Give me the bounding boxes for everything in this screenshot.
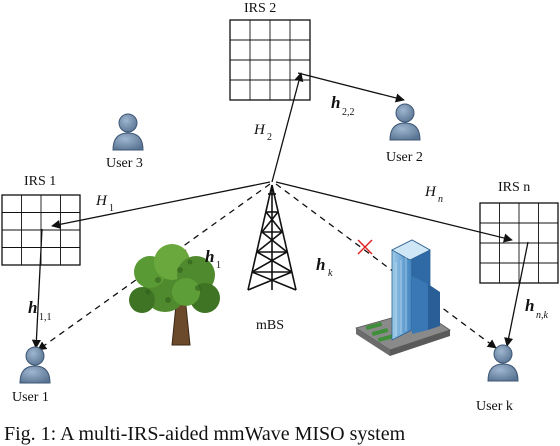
svg-text:1: 1 <box>109 203 114 214</box>
svg-text:k: k <box>328 268 333 279</box>
svg-text:n: n <box>438 194 443 205</box>
bs-label: mBS <box>256 318 284 333</box>
direct-link-userk <box>275 183 497 349</box>
svg-text:1,1: 1,1 <box>39 312 52 323</box>
irs-to-user-links <box>31 72 529 349</box>
user-1-icon <box>19 346 51 384</box>
user-k-label: User k <box>476 399 513 414</box>
base-station-tower <box>247 184 297 291</box>
user-2-icon <box>389 103 421 141</box>
link-irs2-user2 <box>297 72 405 103</box>
irs-2-label: IRS 2 <box>244 1 276 16</box>
irs-2-panel <box>229 19 311 101</box>
link-irs1-user1 <box>31 228 43 349</box>
svg-text:h: h <box>205 247 214 266</box>
channel-hk-label: h k <box>316 255 333 279</box>
svg-text:h: h <box>316 255 325 274</box>
channel-h22-label: h 2,2 <box>331 93 355 118</box>
direct-links <box>37 183 497 351</box>
svg-text:n,k: n,k <box>536 310 549 321</box>
svg-text:h: h <box>331 93 340 112</box>
channel-H2-label: H 2 <box>253 122 272 143</box>
svg-text:H: H <box>424 184 437 200</box>
svg-text:h: h <box>525 296 534 315</box>
svg-text:H: H <box>253 122 266 138</box>
direct-link-user1 <box>37 183 271 351</box>
link-bs-irs2 <box>271 72 304 183</box>
user-2-label: User 2 <box>386 150 423 165</box>
channel-h11-label: h 1,1 <box>28 298 52 323</box>
irs-n-panel <box>479 202 559 284</box>
link-irsn-userk <box>504 241 529 347</box>
user-3-label: User 3 <box>106 156 143 171</box>
bs-to-irs-links <box>51 72 513 243</box>
link-bs-irs1 <box>51 181 271 229</box>
channel-H1-label: H 1 <box>95 193 114 214</box>
svg-text:h: h <box>28 298 37 317</box>
svg-text:2: 2 <box>267 132 272 143</box>
svg-text:H: H <box>95 193 108 209</box>
link-bs-irsn <box>275 181 513 243</box>
channel-Hn-label: H n <box>424 184 443 205</box>
tree-obstacle <box>129 244 220 346</box>
irs-n-label: IRS n <box>498 180 530 195</box>
figure-caption: Fig. 1: A multi-IRS-aided mmWave MISO sy… <box>4 423 406 445</box>
channel-h1-label: h 1 <box>205 247 221 271</box>
user-1-label: User 1 <box>12 390 49 405</box>
irs-1-label: IRS 1 <box>24 174 56 189</box>
svg-text:1: 1 <box>216 260 221 271</box>
user-k-icon <box>487 344 519 382</box>
svg-text:2,2: 2,2 <box>342 107 355 118</box>
blockage-marker-building <box>357 239 373 255</box>
channel-hnk-label: h n,k <box>525 296 549 321</box>
user-3-icon <box>112 113 144 151</box>
building-obstacle <box>355 239 451 356</box>
